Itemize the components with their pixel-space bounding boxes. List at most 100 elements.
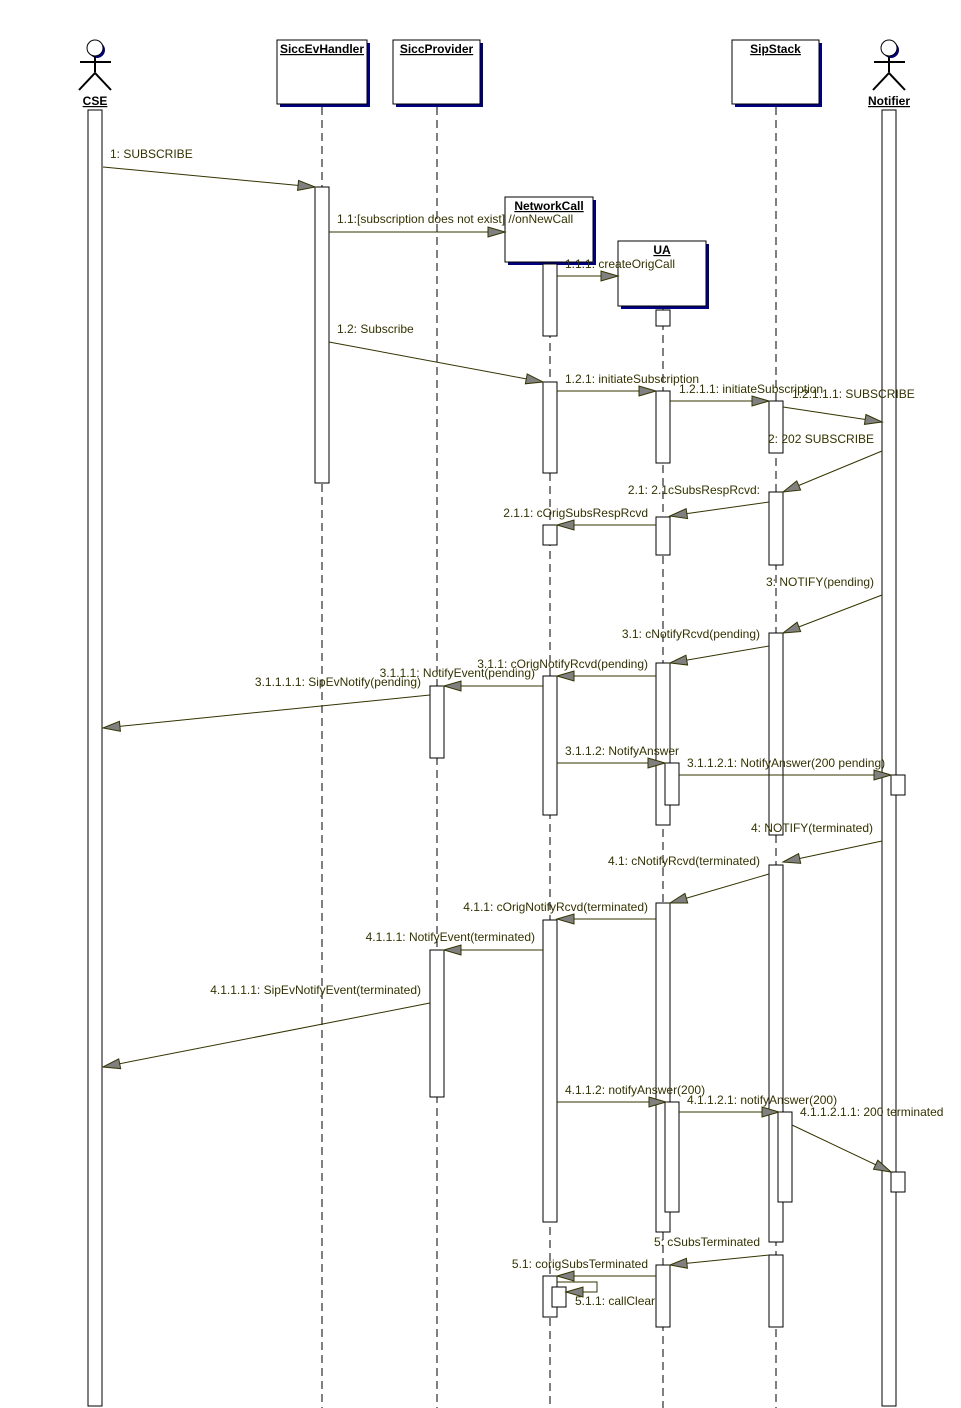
message-arrow [102,1002,431,1068]
activation-bar [768,632,784,836]
arrowhead-icon [761,1106,781,1118]
arrowhead-icon [297,179,317,191]
arrowhead-icon [442,680,462,692]
message-8: 2: 202 SUBSCRIBE [768,432,883,493]
arrowhead-icon [564,1286,584,1298]
message-6: 1.2.1.1: initiateSubscription [670,382,823,407]
message-20: 4.1.1: cOrigNotifyRcvd(terminated) [463,900,656,925]
message-25: 4.1.1.2.1.1: 200 terminated [791,1105,943,1173]
message-9: 2.1: 2.1cSubsRespRcvd: [628,483,770,520]
message-12: 3.1: cNotifyRcvd(pending) [622,627,770,666]
message-label: 2.1: 2.1cSubsRespRcvd: [628,483,760,497]
activation-bar [542,263,558,337]
arrowhead-icon [781,621,802,634]
arrowhead-icon [872,1159,893,1173]
arrowhead-icon [442,944,462,956]
activation-bar [314,186,330,484]
participant-ua [617,240,709,1408]
activation-bar [655,390,671,464]
arrowhead-icon [668,892,689,904]
arrowhead-icon [781,480,802,493]
activation-bar [551,1286,567,1308]
object-box [731,39,820,105]
message-3: 1.1.1: createOrigCall [557,257,675,282]
arrowhead-icon [863,413,884,425]
message-label: 5.1: corigSubsTerminated [512,1257,648,1271]
activation-bar [542,524,558,546]
message-label: 3.1.1.2: NotifyAnswer [565,744,679,758]
message-24: 4.1.1.2.1: notifyAnswer(200) [679,1093,837,1118]
message-label: 3.1.1.2.1: NotifyAnswer(200 pending) [687,756,885,770]
arrowhead-icon [600,270,620,282]
message-label: 1.2: Subscribe [337,322,414,336]
activation-bar [890,1171,906,1193]
message-label: 1.2.1: initiateSubscription [565,372,699,386]
actor-legs [78,71,112,91]
message-arrow [102,166,316,188]
message-label: 4.1: cNotifyRcvd(terminated) [608,854,760,868]
arrowhead-icon [555,913,575,925]
message-arrow [328,341,544,383]
participant-siccprovider [392,39,483,1408]
message-2: 1.1:[subscription does not exist] //onNe… [329,212,573,238]
activation-bar [542,675,558,816]
message-label: 5: cSubsTerminated [654,1235,760,1249]
message-label: 3: NOTIFY(pending) [766,575,874,589]
message-22: 4.1.1.1.1: SipEvNotifyEvent(terminated) [101,983,431,1070]
arrowhead-icon [487,226,507,238]
actor-lifeline-bar [87,109,103,1407]
message-28: 5.1.1: callClear [557,1281,655,1308]
activation-bar [429,949,445,1098]
arrowhead-icon [751,395,771,407]
activation-bar [542,919,558,1223]
message-label: 3.1.1: cOrigNotifyRcvd(pending) [477,657,648,671]
actor-head-icon [880,39,898,57]
message-arrow [782,594,883,634]
actor-label: Notifier [868,94,910,108]
object-label: NetworkCall [514,199,583,213]
arrowhead-icon [555,670,575,682]
message-label: 4.1.1.1: NotifyEvent(terminated) [366,930,535,944]
activation-bar [890,774,906,796]
message-10: 2.1.1: cOrigSubsRespRcvd [503,506,656,531]
activation-bar [777,1111,793,1203]
activation-bar [664,762,680,806]
message-14: 3.1.1.1: NotifyEvent(pending) [380,666,543,692]
message-arrow [791,1124,892,1173]
message-label: 1.1.1: createOrigCall [565,257,675,271]
object-label: SiccEvHandler [280,42,364,56]
message-label: 3.1: cNotifyRcvd(pending) [622,627,760,641]
actor-lifeline-bar [881,109,897,1407]
arrowhead-icon [101,1058,122,1070]
message-21: 4.1.1.1: NotifyEvent(terminated) [366,930,543,956]
message-label: 1.2.1.1: initiateSubscription [679,382,823,396]
participant-sipstack [731,39,822,1408]
message-23: 4.1.1.2: notifyAnswer(200) [557,1083,705,1108]
actor-head-icon [86,39,104,57]
object-box [276,39,368,105]
participant-cse [78,39,112,1407]
arrowhead-icon [873,769,893,781]
message-label: 4: NOTIFY(terminated) [751,821,873,835]
message-16: 3.1.1.2: NotifyAnswer [557,744,679,769]
message-label: 4.1.1.2.1: notifyAnswer(200) [687,1093,837,1107]
activation-bar [768,400,784,454]
message-label: 5.1.1: callClear [575,1294,655,1308]
message-arrow [102,694,431,729]
message-label: 4.1.1.1.1: SipEvNotifyEvent(terminated) [210,983,421,997]
arrowhead-icon [648,1096,668,1108]
participant-notifier [872,39,906,1407]
arrowhead-icon [101,720,121,732]
message-label: 4.1.1.2: notifyAnswer(200) [565,1083,705,1097]
activation-bar [664,1101,680,1213]
message-label: 2.1.1: cOrigSubsRespRcvd [503,506,648,520]
object-box [504,196,594,263]
arrowhead-icon [638,385,658,397]
arrowhead-icon [555,1270,575,1282]
message-19: 4.1: cNotifyRcvd(terminated) [608,854,770,904]
arrowhead-icon [781,852,802,864]
arrowhead-icon [647,757,667,769]
activation-bar [429,685,445,759]
activation-bar [768,1254,784,1328]
